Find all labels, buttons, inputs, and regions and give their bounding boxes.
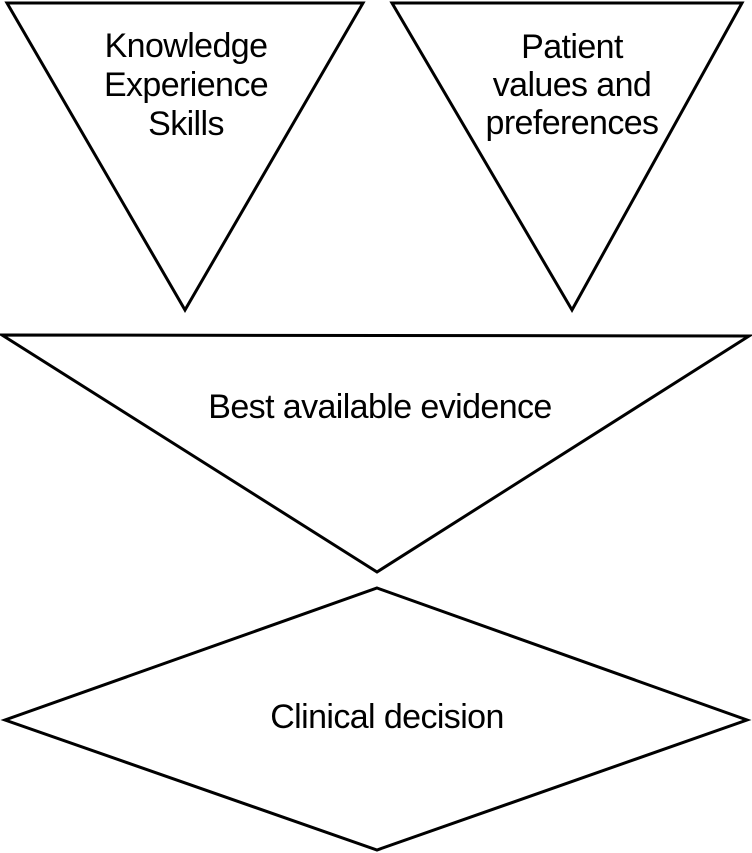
evidence-triangle-label: Best available evidence (208, 388, 551, 426)
patient-values-triangle (389, 1, 745, 314)
knowledge-triangle-line-1: Knowledge (105, 27, 268, 65)
knowledge-triangle-line-2: Experience (104, 66, 268, 104)
evidence-triangle (0, 333, 752, 574)
patient-values-triangle-line-3: preferences (486, 104, 659, 142)
knowledge-triangle-line-3: Skills (148, 105, 224, 143)
clinical-decision-diamond (0, 586, 752, 852)
clinical-decision-label: Clinical decision (270, 698, 504, 736)
patient-values-triangle-line-1: Patient (521, 28, 624, 66)
knowledge-triangle (4, 1, 366, 313)
patient-values-triangle-line-2: values and (493, 66, 651, 104)
